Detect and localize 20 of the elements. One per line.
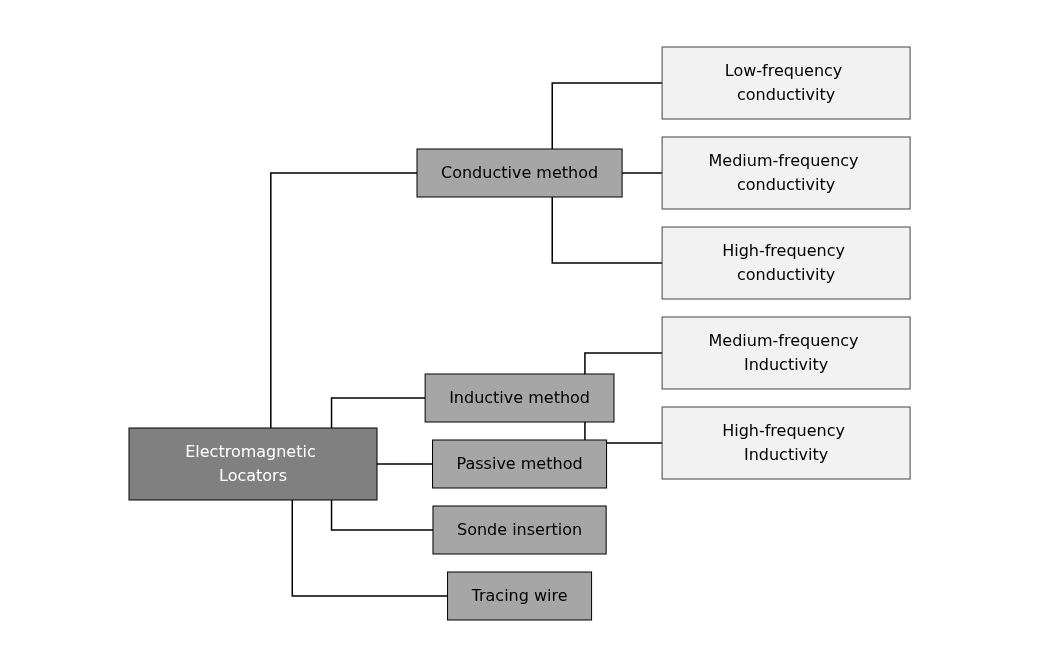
node-box: High-frequency Inductivity: [662, 406, 912, 479]
connector: [331, 396, 427, 429]
node-box: High-frequency conductivity: [662, 226, 912, 299]
node-box: Inductive method: [425, 373, 615, 422]
connector: [331, 498, 435, 531]
node-box: Passive method: [432, 439, 608, 488]
connector: [584, 351, 664, 375]
node-box: Electromagnetic Locators: [128, 427, 378, 500]
node-box: Tracing wire: [447, 571, 593, 620]
node-box: Sonde insertion: [432, 505, 608, 554]
node-box: Medium-frequency Inductivity: [662, 316, 912, 389]
node-box: Low-frequency conductivity: [662, 46, 912, 119]
node-box: Conductive method: [416, 148, 624, 197]
connector: [621, 171, 664, 174]
connector: [551, 195, 664, 264]
connector: [551, 81, 664, 150]
node-box: Medium-frequency conductivity: [662, 136, 912, 209]
connector: [376, 462, 434, 465]
connector: [291, 498, 449, 597]
connector: [270, 171, 419, 429]
